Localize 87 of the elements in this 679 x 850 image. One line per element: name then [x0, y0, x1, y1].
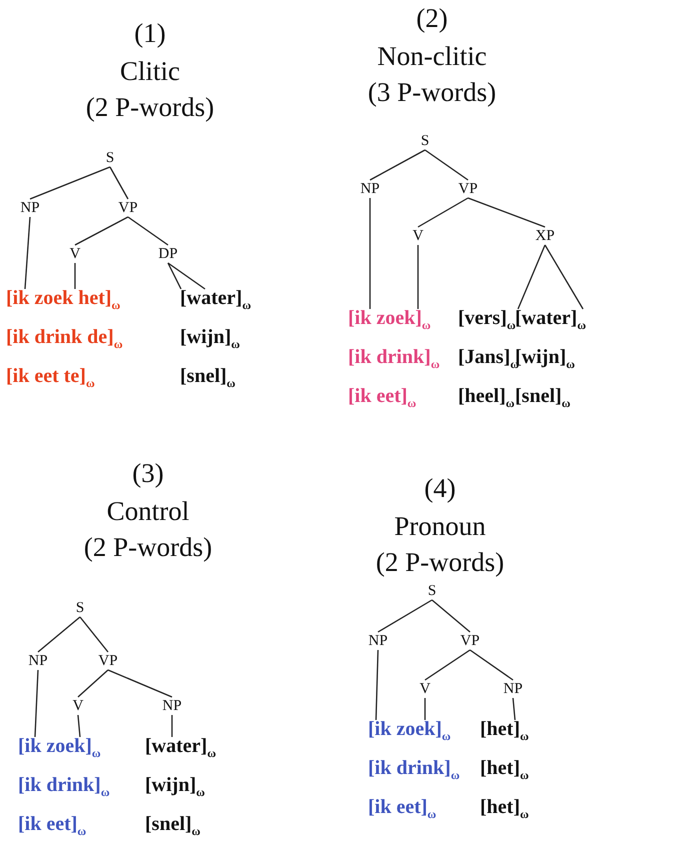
tree-number: (2)	[416, 3, 448, 33]
tree-branch	[77, 714, 81, 738]
tree-branch	[74, 263, 76, 289]
tree-branch	[544, 244, 584, 310]
phrase-text: [ik eet te]$_{ω}$	[6, 365, 96, 392]
category-label: S	[420, 133, 430, 149]
word-count-note: (3 P-words)	[368, 77, 496, 107]
condition-title: Non-clitic	[377, 41, 487, 71]
phrase-text: [wijn]$_{ω}$	[180, 326, 241, 353]
phrase-text: [ik zoek]$_{ω}$	[348, 307, 432, 334]
tree-branch	[38, 616, 80, 652]
phrase-text: [water]$_{ω}$	[180, 287, 251, 314]
tree-branch	[470, 649, 514, 681]
phrase-text: [snel]$_{ω}$	[145, 813, 202, 840]
tree-branch	[369, 198, 371, 309]
tree-branch	[424, 149, 468, 181]
phrase-text: [ik zoek]$_{ω}$	[368, 718, 452, 745]
tree-branch	[168, 262, 206, 290]
tree-branch	[417, 245, 419, 309]
tree-branch	[128, 216, 168, 246]
phrase-text: [ik drink de]$_{ω}$	[6, 326, 123, 353]
phrase-text: [ik zoek het]$_{ω}$	[6, 287, 122, 314]
phrase-text: [ik eet]$_{ω}$	[348, 385, 418, 412]
phrase-text: [het]$_{ω}$	[480, 718, 529, 745]
tree-branch	[24, 216, 31, 290]
tree-branch	[512, 698, 516, 720]
phrase-text: [heel]$_{ω}$	[458, 385, 516, 412]
phrase-text: [ik drink]$_{ω}$	[18, 774, 110, 801]
category-label: NP	[162, 698, 182, 714]
tree-branch	[167, 262, 182, 290]
category-label: VP	[118, 200, 138, 216]
category-label: V	[420, 681, 430, 697]
category-label: V	[72, 698, 84, 714]
tree-branch	[108, 669, 172, 698]
phrase-text: [ik drink]$_{ω}$	[348, 346, 440, 373]
tree-branch	[80, 616, 108, 652]
tree-branch	[34, 670, 39, 738]
category-label: NP	[20, 200, 40, 216]
tree-branch	[109, 166, 129, 200]
tree-branch	[74, 216, 128, 246]
phrase-text: [snel]$_{ω}$	[515, 385, 572, 412]
category-label: S	[428, 583, 436, 599]
condition-title: Pronoun	[394, 511, 486, 541]
tree-branch	[378, 599, 432, 633]
condition-title: Clitic	[120, 56, 180, 86]
tree-branch	[375, 650, 379, 720]
phrase-text: [ik drink]$_{ω}$	[368, 757, 460, 784]
phrase-text: [het]$_{ω}$	[480, 796, 529, 823]
category-label: XP	[535, 228, 555, 244]
condition-title: Control	[106, 496, 190, 526]
phrase-text: [water]$_{ω}$	[145, 735, 216, 762]
phrase-text: [ik eet]$_{ω}$	[18, 813, 88, 840]
phrase-text: [ik zoek]$_{ω}$	[18, 735, 102, 762]
tree-number: (3)	[132, 458, 164, 488]
phrase-text: [water]$_{ω}$	[515, 307, 586, 334]
category-label: DP	[158, 246, 178, 262]
category-label: V	[70, 246, 80, 262]
tree-branch	[517, 244, 546, 310]
tree-branch	[370, 149, 426, 181]
phrase-text: [wijn]$_{ω}$	[145, 774, 206, 801]
phrase-text: [vers]$_{ω}$	[458, 307, 516, 334]
category-label: NP	[28, 653, 48, 669]
category-label: V	[412, 228, 424, 244]
word-count-note: (2 P-words)	[84, 532, 212, 562]
tree-branch	[78, 670, 108, 698]
word-count-note: (2 P-words)	[376, 547, 504, 577]
tree-branch	[432, 600, 470, 632]
category-label: VP	[458, 181, 478, 197]
tree-number: (1)	[134, 18, 166, 48]
word-count-note: (2 P-words)	[86, 92, 214, 122]
category-label: VP	[98, 653, 118, 669]
tree-branch	[424, 698, 426, 720]
category-label: S	[76, 600, 84, 616]
tree-branch	[468, 197, 546, 228]
category-label: NP	[360, 181, 380, 197]
category-label: S	[106, 150, 114, 166]
tree-number: (4)	[424, 473, 456, 503]
category-label: VP	[460, 633, 480, 649]
tree-branch	[171, 715, 173, 737]
phrase-text: [ik eet]$_{ω}$	[368, 796, 438, 823]
category-label: NP	[503, 681, 523, 697]
phrase-text: [snel]$_{ω}$	[180, 365, 236, 392]
tree-branch	[30, 166, 110, 200]
tree-branch	[424, 649, 470, 681]
phrase-text: [het]$_{ω}$	[480, 757, 529, 784]
tree-branch	[418, 197, 468, 228]
category-label: NP	[368, 633, 388, 649]
